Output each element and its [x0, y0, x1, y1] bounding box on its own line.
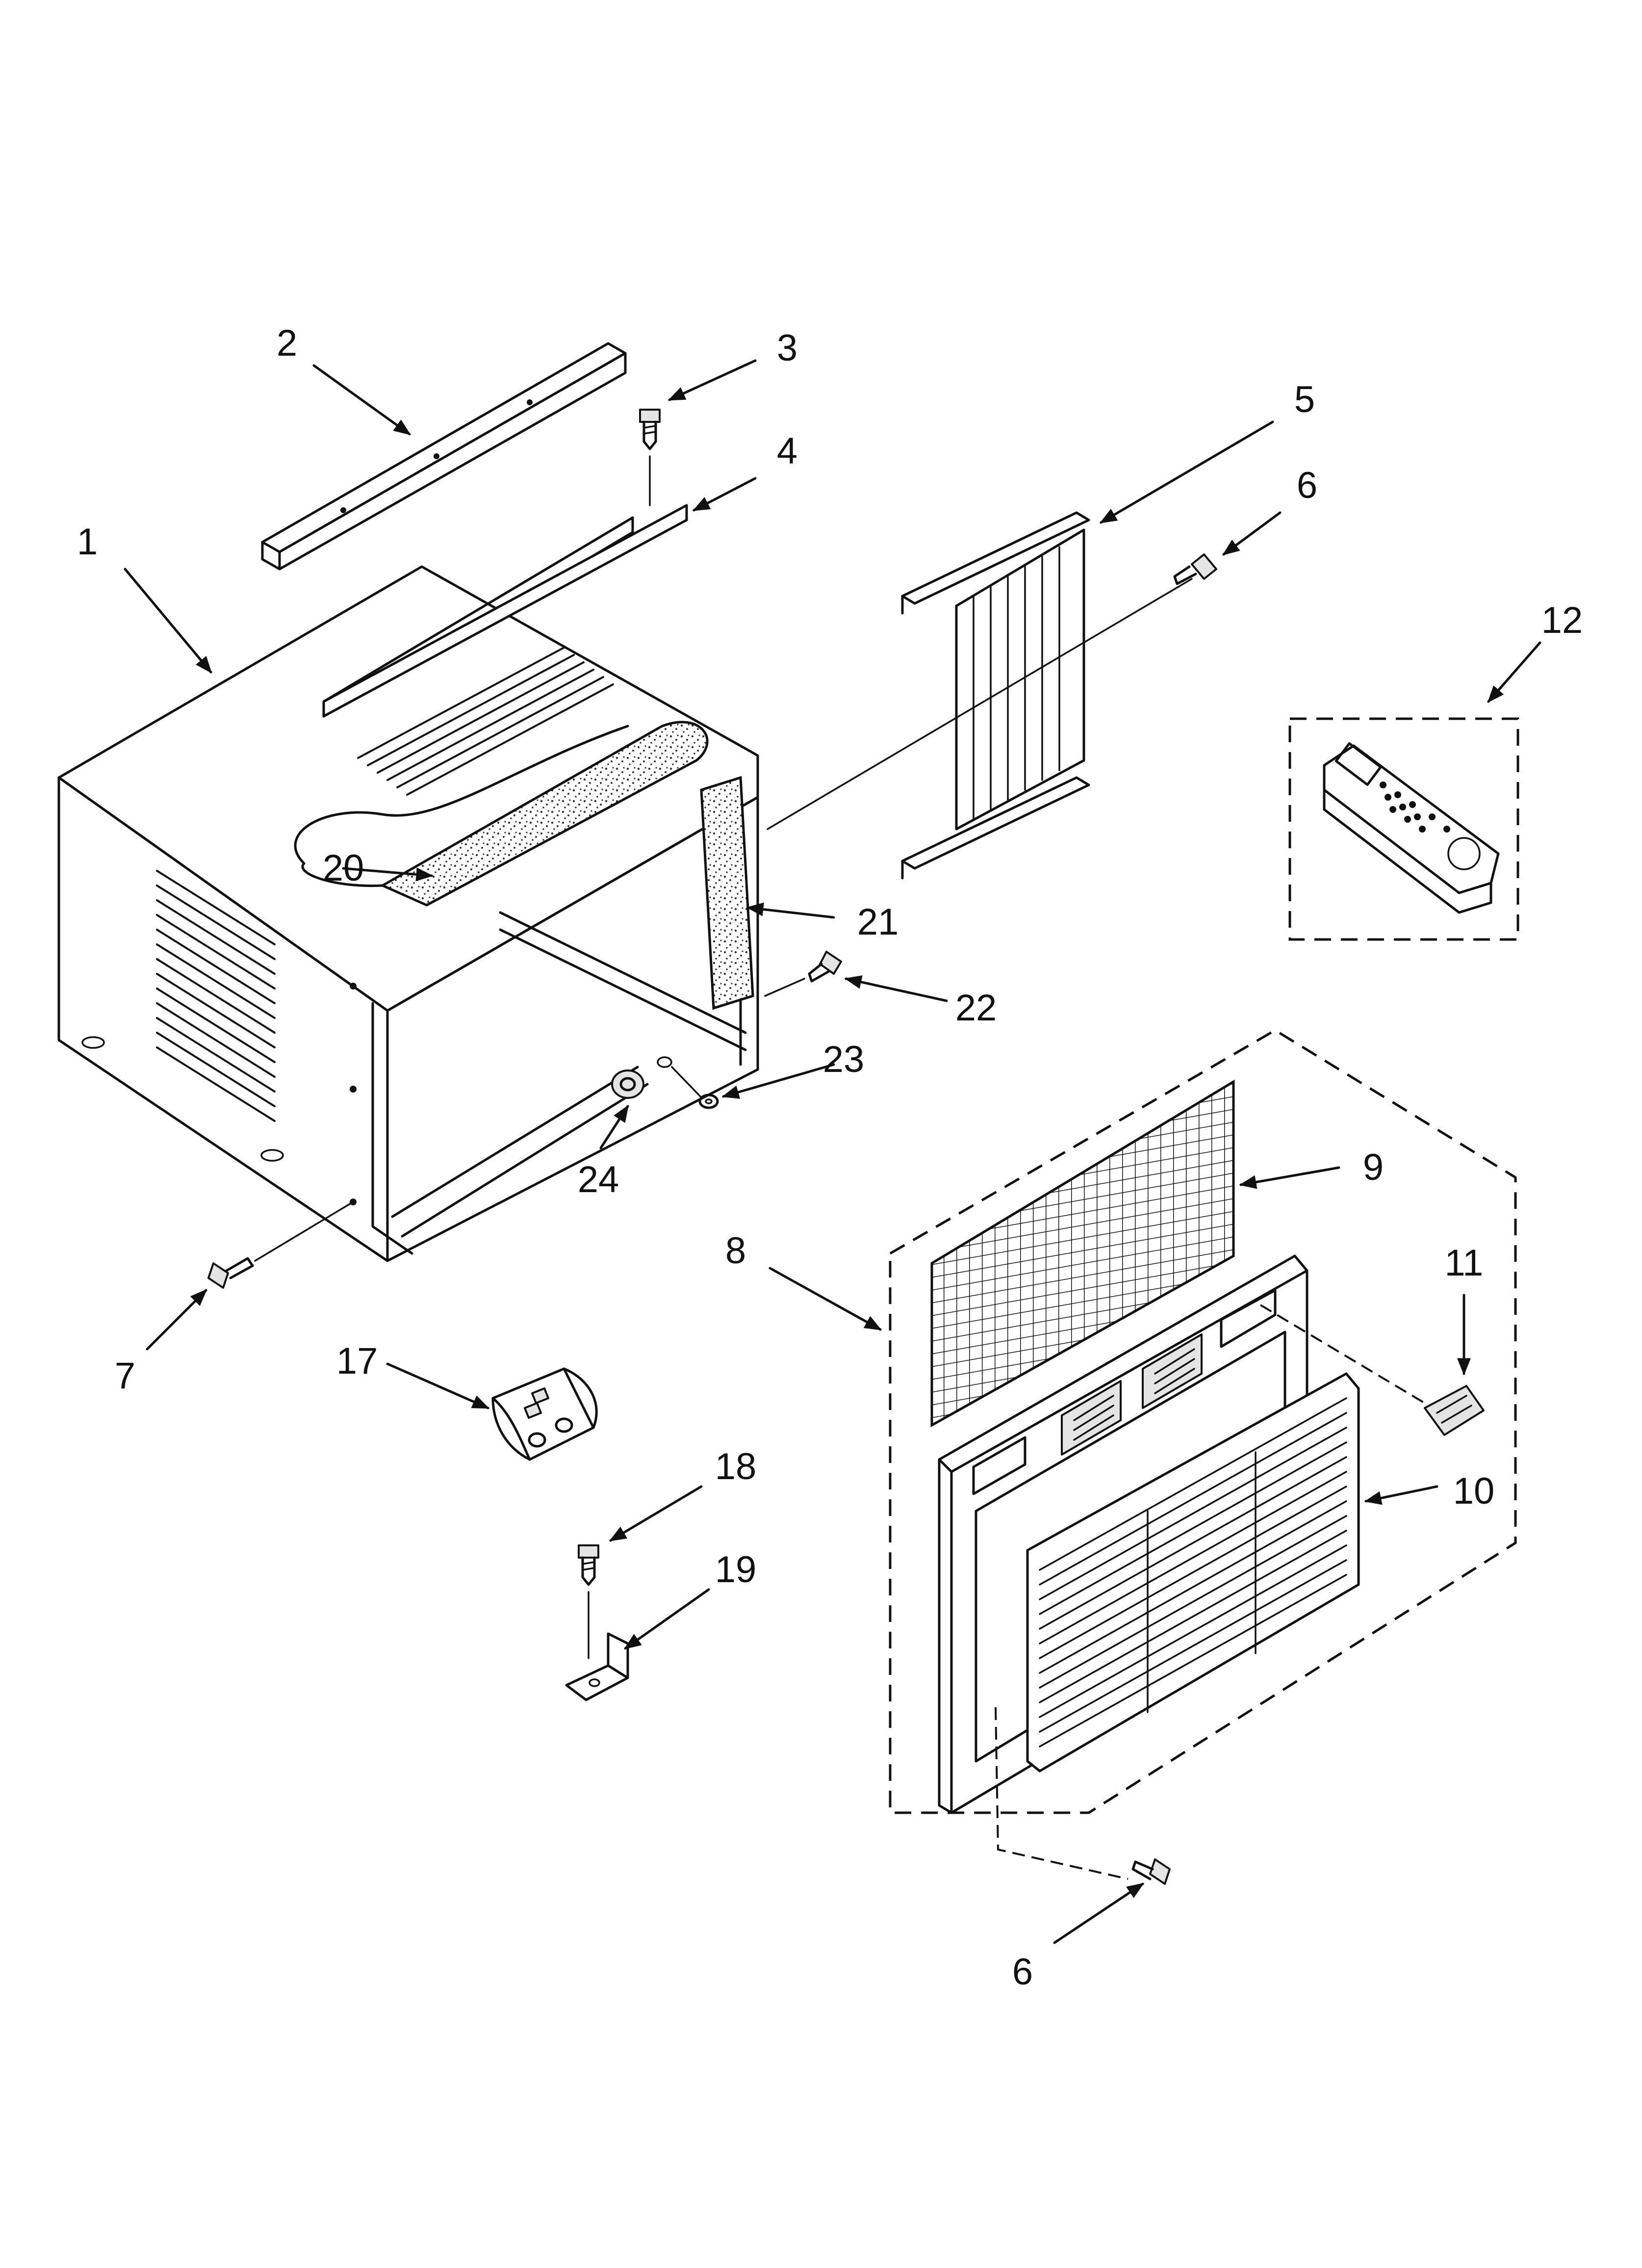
top-rail [261, 342, 627, 571]
callout-1: 1 [77, 521, 98, 563]
callout-6-bottom: 6 [1012, 1951, 1033, 1993]
callout-23: 23 [823, 1039, 865, 1080]
callout-22: 22 [955, 987, 997, 1029]
callout-8: 8 [725, 1230, 746, 1272]
callout-5: 5 [1294, 379, 1315, 420]
callout-6-top: 6 [1297, 465, 1317, 506]
callout-4: 4 [777, 430, 797, 472]
screw-18 [578, 1544, 599, 1659]
curtain-guide-line [767, 578, 1193, 830]
screw-6-bottom [1131, 1858, 1171, 1885]
callout-10: 10 [1453, 1470, 1495, 1512]
callout-18: 18 [715, 1446, 757, 1487]
mounting-bracket-17 [491, 1367, 598, 1461]
callout-2: 2 [277, 322, 297, 364]
callout-17: 17 [336, 1340, 378, 1382]
angle-bracket-19 [565, 1632, 629, 1701]
foam-insulation [380, 721, 709, 907]
callout-9: 9 [1363, 1147, 1384, 1188]
screw-3 [639, 409, 661, 506]
louver-knob [1424, 1385, 1485, 1436]
front-panel-assembly [889, 1029, 1517, 1880]
remote-control [1323, 744, 1500, 894]
callout-labels: 1 2 3 4 5 6 6 7 8 9 10 11 12 17 18 19 20… [77, 322, 1583, 1993]
grille-louvers [1039, 1397, 1347, 1747]
remote-control-kit [1288, 717, 1519, 941]
cabinet [57, 516, 759, 1262]
callout-21: 21 [857, 901, 899, 943]
top-louvers [357, 647, 614, 796]
callout-19: 19 [715, 1549, 757, 1590]
callout-24: 24 [578, 1159, 619, 1200]
gasket-strip [322, 504, 688, 718]
screw-22 [764, 951, 842, 997]
callout-7: 7 [115, 1355, 135, 1397]
leader-lines [124, 359, 1541, 1944]
screw-7 [207, 1201, 354, 1289]
callout-3: 3 [777, 327, 797, 369]
callout-12: 12 [1541, 600, 1583, 641]
grommet-24 [611, 1069, 644, 1099]
side-foam-strip [700, 776, 754, 1010]
side-louvers [156, 870, 276, 1122]
washer-23 [657, 1056, 719, 1109]
callout-11: 11 [1445, 1242, 1484, 1284]
callout-20: 20 [323, 847, 364, 889]
screw-6-top [1173, 553, 1217, 585]
